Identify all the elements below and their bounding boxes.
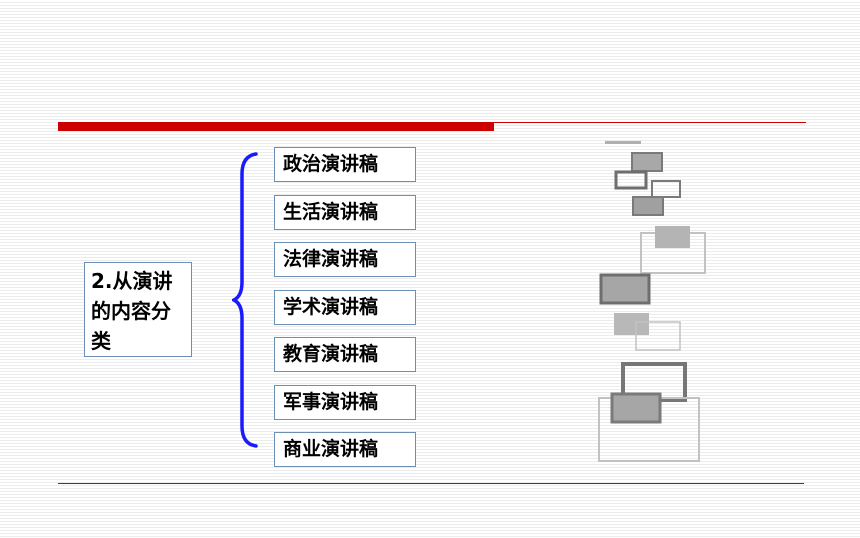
top-rule-thick — [58, 122, 494, 131]
top-rule-thin — [494, 122, 806, 123]
category-item: 军事演讲稿 — [274, 385, 416, 420]
decorative-squares — [598, 141, 706, 462]
curly-brace — [232, 152, 258, 448]
category-item: 商业演讲稿 — [274, 432, 416, 467]
category-item: 学术演讲稿 — [274, 290, 416, 325]
category-item: 法律演讲稿 — [274, 242, 416, 277]
category-item: 教育演讲稿 — [274, 337, 416, 372]
category-item: 政治演讲稿 — [274, 147, 416, 182]
bottom-rule — [58, 483, 804, 484]
category-item: 生活演讲稿 — [274, 195, 416, 230]
main-category-label: 2.从演讲的内容分类 — [84, 262, 192, 357]
